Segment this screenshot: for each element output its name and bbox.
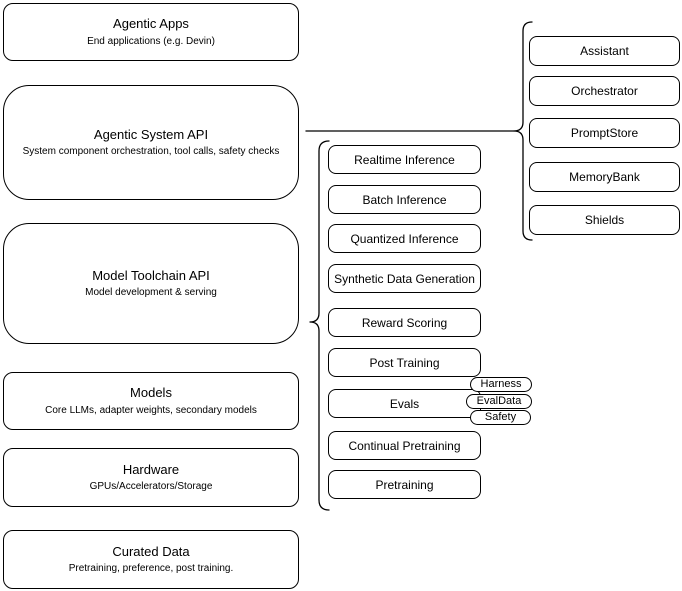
- node-evals-harness: Harness: [470, 377, 532, 392]
- node-title: Hardware: [122, 461, 180, 477]
- node-title: Agentic System API: [93, 126, 209, 142]
- node-label: Safety: [484, 411, 517, 423]
- node-evals-safety: Safety: [470, 410, 531, 425]
- node-post-training: Post Training: [328, 348, 481, 377]
- node-memorybank: MemoryBank: [529, 162, 680, 192]
- node-continual-pretraining: Continual Pretraining: [328, 431, 481, 460]
- node-label: Pretraining: [375, 477, 434, 492]
- node-subtitle: Core LLMs, adapter weights, secondary mo…: [45, 404, 257, 416]
- brace-toolchain-services: [309, 140, 330, 511]
- node-hardware: Hardware GPUs/Accelerators/Storage: [3, 448, 299, 507]
- node-evals-evaldata: EvalData: [466, 394, 532, 409]
- node-label: Shields: [584, 213, 625, 227]
- node-label: Quantized Inference: [350, 231, 459, 246]
- node-title: Models: [130, 385, 172, 401]
- node-evals: Evals: [328, 389, 481, 418]
- node-assistant: Assistant: [529, 36, 680, 66]
- node-subtitle: GPUs/Accelerators/Storage: [89, 481, 213, 493]
- node-shields: Shields: [529, 205, 680, 235]
- node-label: Continual Pretraining: [348, 438, 461, 453]
- node-subtitle: End applications (e.g. Devin): [87, 35, 215, 47]
- node-synthetic-data-generation: Synthetic Data Generation: [328, 264, 481, 293]
- node-title: Agentic Apps: [113, 16, 189, 32]
- node-pretraining: Pretraining: [328, 470, 481, 499]
- node-subtitle: System component orchestration, tool cal…: [22, 146, 280, 158]
- node-label: Batch Inference: [362, 192, 447, 207]
- node-quantized-inference: Quantized Inference: [328, 224, 481, 253]
- node-label: Post Training: [369, 355, 440, 370]
- node-subtitle: Pretraining, preference, post training.: [68, 563, 234, 575]
- node-title: Curated Data: [112, 543, 190, 559]
- node-label: Synthetic Data Generation: [334, 271, 475, 286]
- node-reward-scoring: Reward Scoring: [328, 308, 481, 337]
- node-orchestrator: Orchestrator: [529, 76, 680, 106]
- node-agentic-system-api: Agentic System API System component orch…: [3, 85, 299, 200]
- node-curated-data: Curated Data Pretraining, preference, po…: [3, 530, 299, 589]
- node-label: MemoryBank: [569, 170, 640, 184]
- node-batch-inference: Batch Inference: [328, 185, 481, 214]
- node-label: EvalData: [476, 395, 522, 407]
- node-label: Reward Scoring: [361, 315, 448, 330]
- node-label: Orchestrator: [571, 84, 638, 98]
- node-model-toolchain-api: Model Toolchain API Model development & …: [3, 223, 299, 344]
- node-subtitle: Model development & serving: [85, 287, 217, 299]
- node-agentic-apps: Agentic Apps End applications (e.g. Devi…: [3, 3, 299, 61]
- node-label: Evals: [389, 396, 420, 411]
- node-models: Models Core LLMs, adapter weights, secon…: [3, 372, 299, 430]
- node-label: PromptStore: [570, 126, 639, 140]
- node-promptstore: PromptStore: [529, 118, 680, 148]
- node-label: Realtime Inference: [354, 152, 455, 167]
- node-label: Assistant: [580, 44, 629, 58]
- node-title: Model Toolchain API: [92, 267, 210, 283]
- node-label: Harness: [480, 378, 522, 390]
- node-realtime-inference: Realtime Inference: [328, 145, 481, 174]
